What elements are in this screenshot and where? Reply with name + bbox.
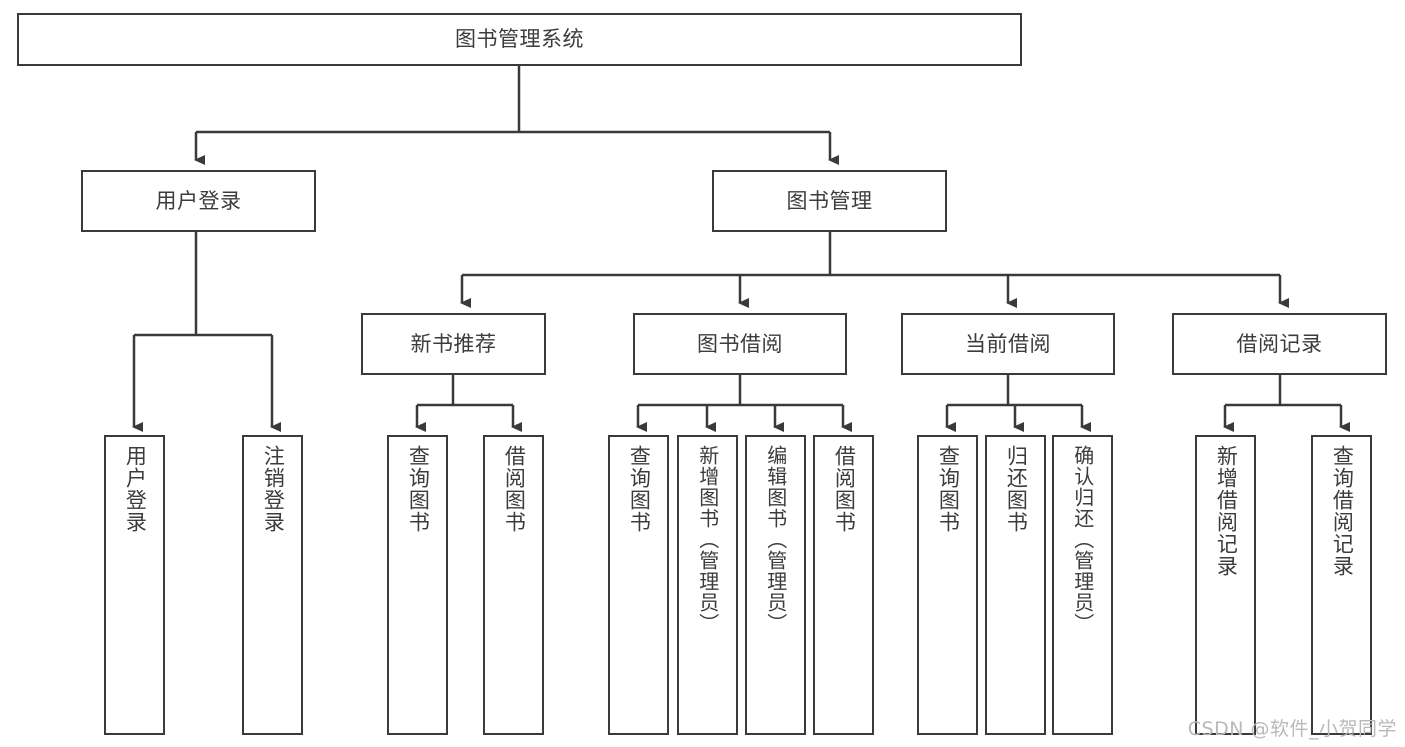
leaf-borrow-book-rec[interactable]: 借阅图书 [483,435,544,735]
leaf-edit-book-admin[interactable]: 编辑图书（管理员） [745,435,806,735]
leaf-confirm-return-admin[interactable]: 确认归还（管理员） [1052,435,1113,735]
node-borrow-record-label: 借阅记录 [1236,331,1323,356]
node-book-borrow-label: 图书借阅 [697,331,783,356]
leaf-user-login[interactable]: 用户登录 [104,435,165,735]
leaf-confirm-return-admin-label: 确认归还（管理员） [1070,445,1095,634]
leaf-query-book-current[interactable]: 查询图书 [917,435,978,735]
leaf-query-book-rec-label: 查询图书 [406,445,431,533]
leaf-return-book-label: 归还图书 [1004,445,1029,533]
node-book-borrow[interactable]: 图书借阅 [633,313,847,375]
node-current-borrow-label: 当前借阅 [965,331,1051,356]
node-new-book-recommend-label: 新书推荐 [410,331,497,356]
leaf-query-book-borrow[interactable]: 查询图书 [608,435,669,735]
node-current-borrow[interactable]: 当前借阅 [901,313,1115,375]
node-root-label: 图书管理系统 [455,27,584,52]
leaf-add-borrow-record-label: 新增借阅记录 [1214,445,1239,577]
node-borrow-record[interactable]: 借阅记录 [1172,313,1387,375]
leaf-edit-book-admin-label: 编辑图书（管理员） [763,445,788,634]
node-root[interactable]: 图书管理系统 [17,13,1022,66]
leaf-user-login-label: 用户登录 [123,445,148,533]
node-book-management-label: 图书管理 [786,188,873,213]
leaf-query-borrow-record[interactable]: 查询借阅记录 [1311,435,1372,735]
leaf-borrow-book-rec-label: 借阅图书 [502,445,527,533]
leaf-add-book-admin-label: 新增图书（管理员） [695,445,720,634]
leaf-logout-label: 注销登录 [261,445,286,533]
node-user-login-label: 用户登录 [155,188,242,213]
leaf-return-book[interactable]: 归还图书 [985,435,1046,735]
leaf-logout[interactable]: 注销登录 [242,435,303,735]
node-user-login[interactable]: 用户登录 [81,170,316,232]
leaf-query-book-current-label: 查询图书 [936,445,961,533]
leaf-borrow-book-label: 借阅图书 [832,445,857,533]
leaf-add-book-admin[interactable]: 新增图书（管理员） [677,435,738,735]
leaf-query-book-borrow-label: 查询图书 [627,445,652,533]
leaf-add-borrow-record[interactable]: 新增借阅记录 [1195,435,1256,735]
leaf-borrow-book[interactable]: 借阅图书 [813,435,874,735]
leaf-query-borrow-record-label: 查询借阅记录 [1330,445,1355,577]
node-new-book-recommend[interactable]: 新书推荐 [361,313,546,375]
watermark: CSDN @软件_小贺同学 [1187,718,1397,740]
node-book-management[interactable]: 图书管理 [712,170,947,232]
leaf-query-book-rec[interactable]: 查询图书 [387,435,448,735]
